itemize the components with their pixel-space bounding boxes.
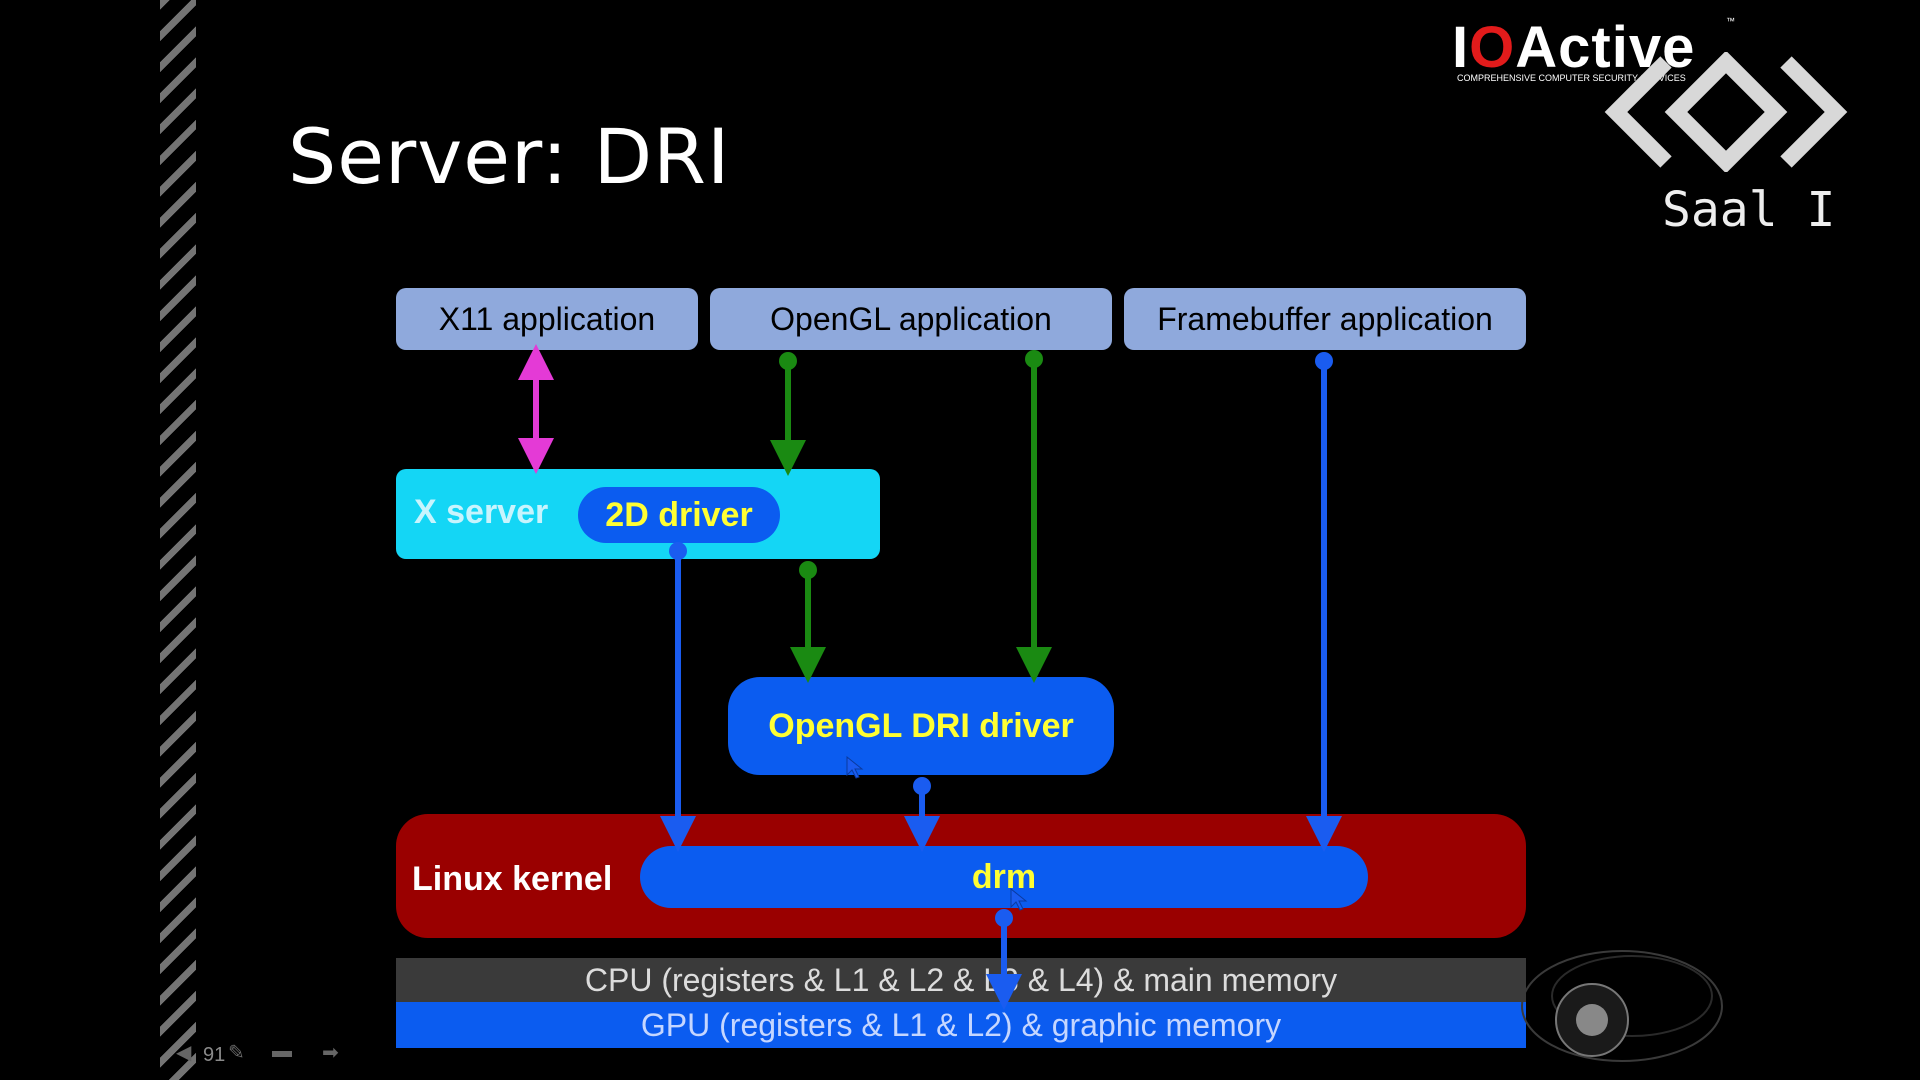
pen-icon[interactable]: ✎ xyxy=(228,1042,245,1064)
logo-i: I xyxy=(1452,15,1470,80)
ccc-logo-icon xyxy=(1604,52,1848,172)
gpu-memory-bar: GPU (registers & L1 & L2) & graphic memo… xyxy=(396,1002,1526,1048)
2d-driver-pill: 2D driver xyxy=(578,487,780,543)
arrow-origin-dot xyxy=(1025,350,1043,368)
logo-subtitle: COMPREHENSIVE COMPUTER SECURITY SERVICES xyxy=(1457,73,1686,83)
arrow-origin-dot xyxy=(779,352,797,370)
logo-trademark: ™ xyxy=(1726,16,1735,26)
arrow-origin-dot xyxy=(1315,352,1333,370)
cpu-memory-bar: CPU (registers & L1 & L2 & L3 & L4) & ma… xyxy=(396,958,1526,1002)
next-slide-icon[interactable]: ➡ xyxy=(322,1042,339,1064)
ioactive-logo: IOActive xyxy=(1452,14,1695,81)
x11-application-box: X11 application xyxy=(396,288,698,350)
mouse-cursor-icon xyxy=(1010,888,1028,911)
opengl-application-box: OpenGL application xyxy=(710,288,1112,350)
room-label: Saal I xyxy=(1662,182,1836,238)
drm-pill: drm xyxy=(640,846,1368,908)
page-number: 91 xyxy=(203,1044,226,1066)
mouse-cursor-icon xyxy=(846,756,864,779)
arrow-origin-dot xyxy=(799,561,817,579)
framebuffer-application-box: Framebuffer application xyxy=(1124,288,1526,350)
decorative-stripes xyxy=(160,0,196,1080)
prev-slide-icon[interactable]: ◀ xyxy=(176,1042,192,1064)
slide-menu-icon[interactable]: ▬ xyxy=(272,1040,292,1062)
opengl-dri-driver-box: OpenGL DRI driver xyxy=(728,677,1114,775)
linux-kernel-label: Linux kernel xyxy=(412,860,613,898)
watermark-emblem-icon xyxy=(1521,950,1723,1062)
x-server-label: X server xyxy=(414,493,549,531)
arrow-origin-dot xyxy=(913,777,931,795)
slide-title: Server: DRI xyxy=(288,112,731,201)
logo-o: O xyxy=(1469,15,1516,80)
